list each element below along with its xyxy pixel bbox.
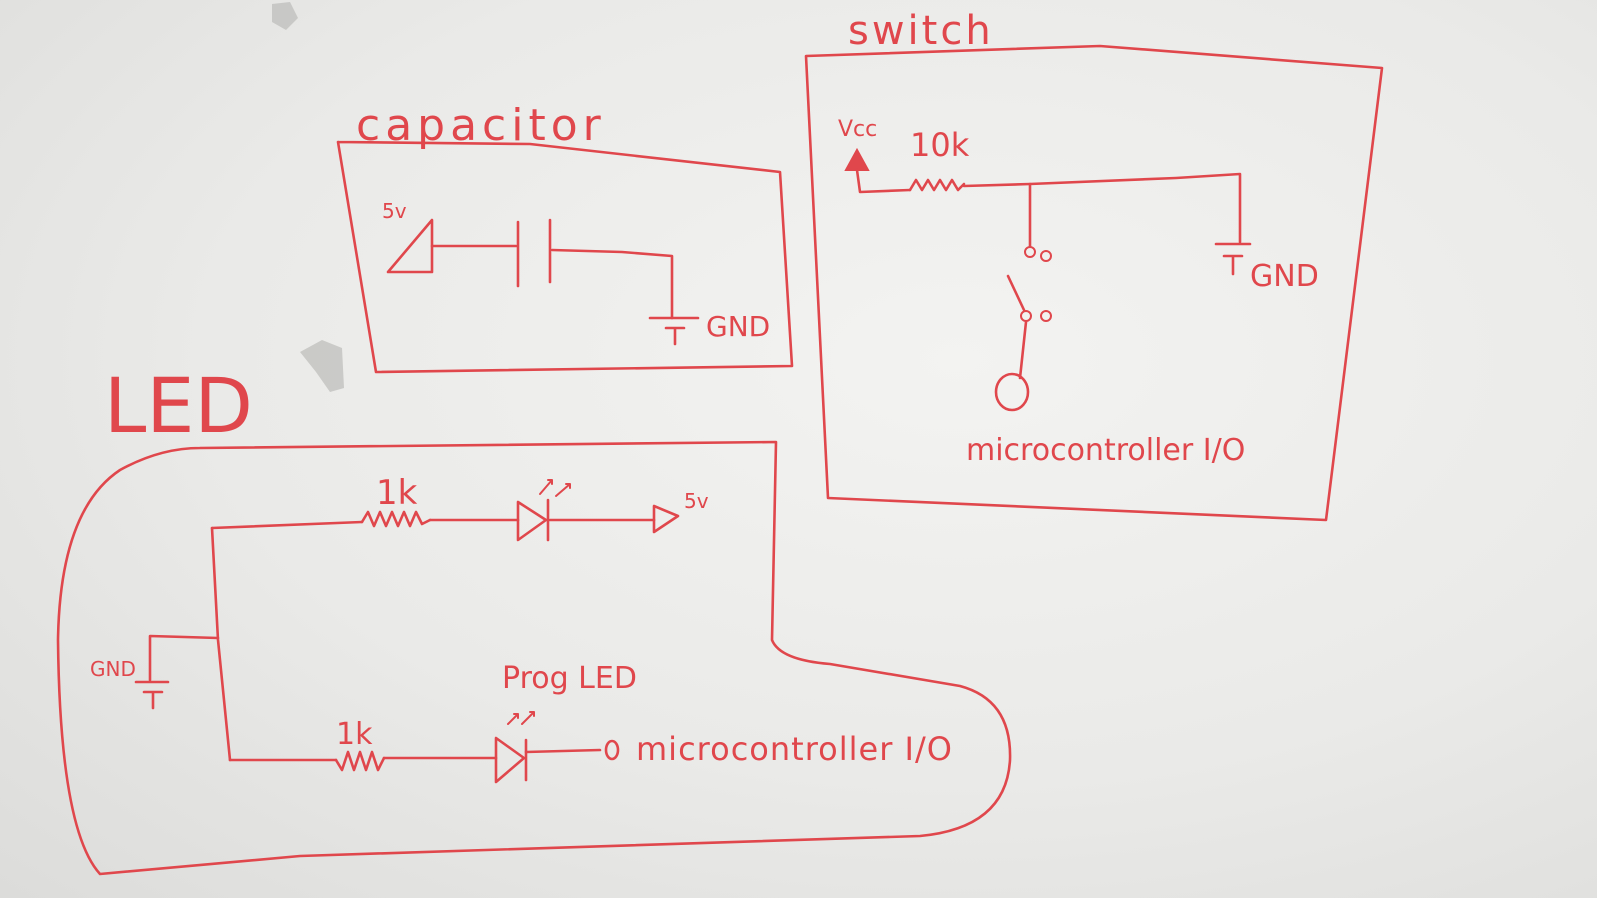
board-smudge [272, 2, 298, 30]
led-top-wire [210, 520, 364, 530]
led-section: LED GND 1k 5v 1k Prog LED microcontrolle… [56, 361, 1012, 876]
led-ground-label: GND [90, 657, 136, 681]
switch-resistor-label: 10k [910, 126, 970, 164]
led-prog-label: Prog LED [502, 661, 637, 696]
led-bottom-resistor-symbol [334, 750, 386, 772]
switch-section: switch Vcc 10k GND microcontroller I/O [804, 8, 1384, 522]
switch-contact-bottom [1020, 310, 1032, 322]
capacitor-wire-right [550, 248, 674, 320]
led-title: LED [104, 361, 253, 450]
switch-lever [1006, 274, 1026, 312]
led-io-label: microcontroller I/O [636, 730, 953, 768]
led-top-emission-icon [539, 479, 571, 497]
switch-vcc-wire [855, 168, 912, 194]
led-io-terminal-icon [604, 739, 620, 761]
capacitor-ground-label: GND [706, 310, 770, 343]
switch-contact-top [1024, 246, 1036, 258]
capacitor-source-symbol [386, 218, 434, 274]
led-bottom-emission-icon [507, 711, 535, 725]
switch-frame [804, 44, 1384, 522]
capacitor-section: capacitor 5v GND [336, 100, 794, 374]
led-bottom-resistor-label: 1k [336, 717, 373, 752]
switch-io-wire [1018, 320, 1028, 380]
led-top-supply-icon [652, 504, 680, 534]
capacitor-ground-icon [648, 316, 700, 346]
led-top-resistor-symbol [360, 510, 432, 528]
switch-contact-top-right [1040, 250, 1052, 262]
led-bottom-wire-right [524, 748, 602, 754]
led-ground-wire [148, 634, 220, 682]
led-top-resistor-label: 1k [376, 473, 418, 513]
switch-io-label: microcontroller I/O [966, 433, 1245, 468]
switch-ground-label: GND [1250, 259, 1319, 294]
led-frame [56, 440, 1012, 876]
led-left-bus [210, 526, 232, 762]
switch-top-wire [962, 172, 1242, 244]
board-smudge [300, 340, 344, 392]
led-top-supply-label: 5v [684, 489, 709, 513]
switch-ground-icon [1214, 242, 1252, 276]
capacitor-frame [336, 140, 794, 374]
switch-io-terminal-icon [994, 372, 1030, 412]
switch-supply-label: Vcc [838, 117, 877, 142]
switch-title: switch [848, 8, 994, 54]
led-top-diode-icon [516, 498, 550, 542]
switch-contact-bottom-right [1040, 310, 1052, 322]
led-bottom-diode-icon [494, 736, 528, 784]
capacitor-source-label: 5v [382, 199, 407, 223]
switch-resistor-symbol [908, 178, 966, 192]
vcc-arrow-icon [844, 147, 870, 171]
led-ground-icon [134, 680, 170, 710]
